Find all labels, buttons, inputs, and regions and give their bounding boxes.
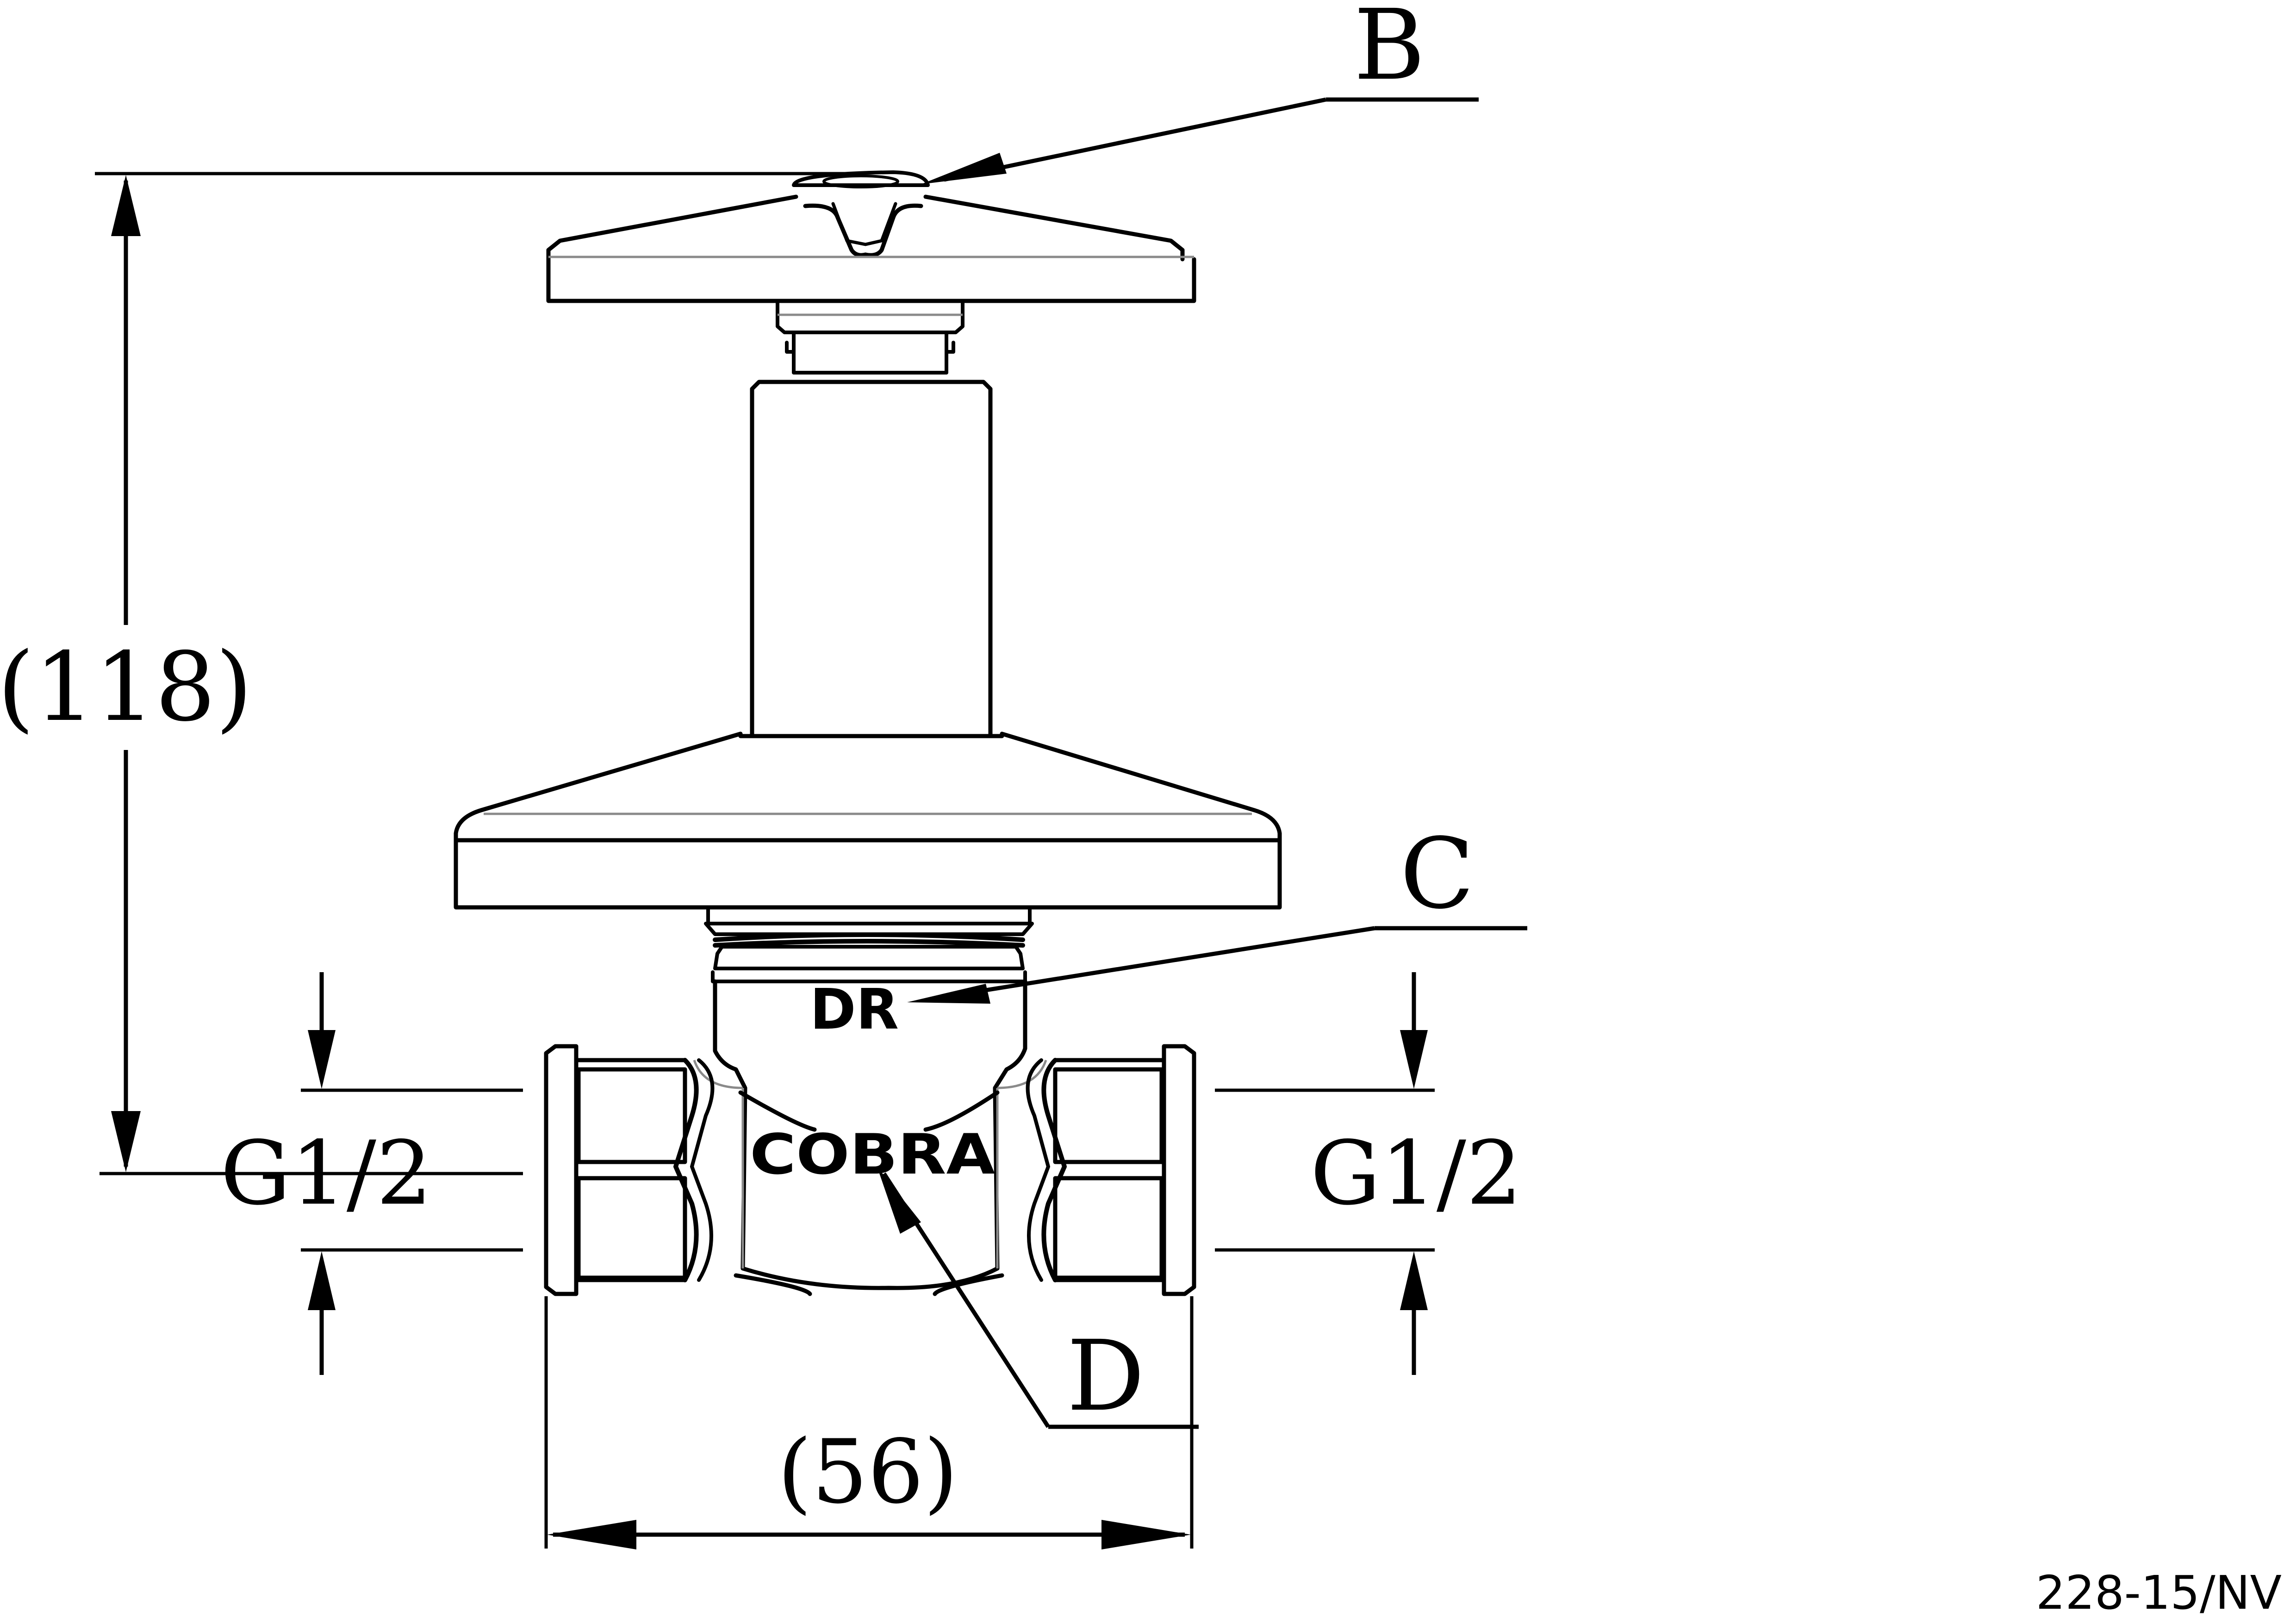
left-port-hex (673, 1058, 699, 1282)
callout-d: D (877, 1167, 1199, 1433)
callout-b: B (921, 0, 1479, 184)
drawing-code: 228-15/NV (2036, 1566, 2282, 1620)
stem-spindle (750, 380, 993, 738)
escutcheon-bell (454, 731, 1282, 910)
right-thread-dimension: G1/2 (1215, 972, 1522, 1375)
width-arrow-right (1101, 1520, 1191, 1549)
height-arrow-top (111, 175, 141, 236)
handle-center-notch (831, 202, 897, 246)
handle-underside (546, 257, 1196, 303)
callout-c-arrowhead (907, 984, 990, 1004)
width-dimension-label: (56) (778, 1421, 958, 1523)
callout-d-label: D (1067, 1319, 1145, 1433)
bonnet-thread (713, 932, 1025, 948)
callout-c-label: C (1400, 817, 1475, 931)
handle-right-groove (863, 203, 923, 257)
left-thread-arrow-top (308, 1030, 336, 1089)
handle-left-arm (546, 194, 798, 262)
height-dimension-label: (118) (0, 632, 253, 743)
handle-cap-inner (822, 175, 899, 188)
left-thread-arrow-bottom (308, 1251, 336, 1310)
right-thread-arrow-top (1400, 1030, 1428, 1089)
stem-collar-upper (776, 300, 964, 334)
right-port (1026, 1044, 1196, 1296)
right-thread-label: G1/2 (1310, 1122, 1522, 1224)
callout-d-arrowhead (877, 1167, 921, 1234)
right-thread-arrow-bottom (1400, 1251, 1428, 1310)
body-marking-dr: DR (810, 978, 899, 1042)
handle-right-arm (923, 194, 1185, 262)
right-port-hex (1041, 1058, 1067, 1282)
bonnet (704, 906, 1034, 983)
width-dimension: (56) (544, 1296, 1194, 1549)
width-arrow-left (547, 1520, 636, 1549)
body-marking-brand: COBRA (750, 1123, 995, 1187)
stem-neck (792, 331, 948, 375)
body-center (713, 979, 1027, 1290)
valve-stem (750, 300, 993, 738)
height-arrow-bottom (111, 1111, 141, 1172)
right-port-flange (1162, 1044, 1196, 1296)
left-port (544, 1044, 715, 1296)
left-thread-dimension: G1/2 (194, 972, 523, 1375)
height-dimension: (118) (0, 172, 856, 1175)
callout-b-label: B (1354, 0, 1425, 102)
handle-cap (792, 170, 930, 187)
cross-handle (546, 170, 1196, 303)
callout-b-arrowhead (921, 153, 1007, 184)
left-thread-label: G1/2 (220, 1122, 432, 1224)
left-port-flange (544, 1044, 579, 1296)
escutcheon-shell (454, 731, 1282, 910)
callout-c: C (907, 817, 1527, 1004)
